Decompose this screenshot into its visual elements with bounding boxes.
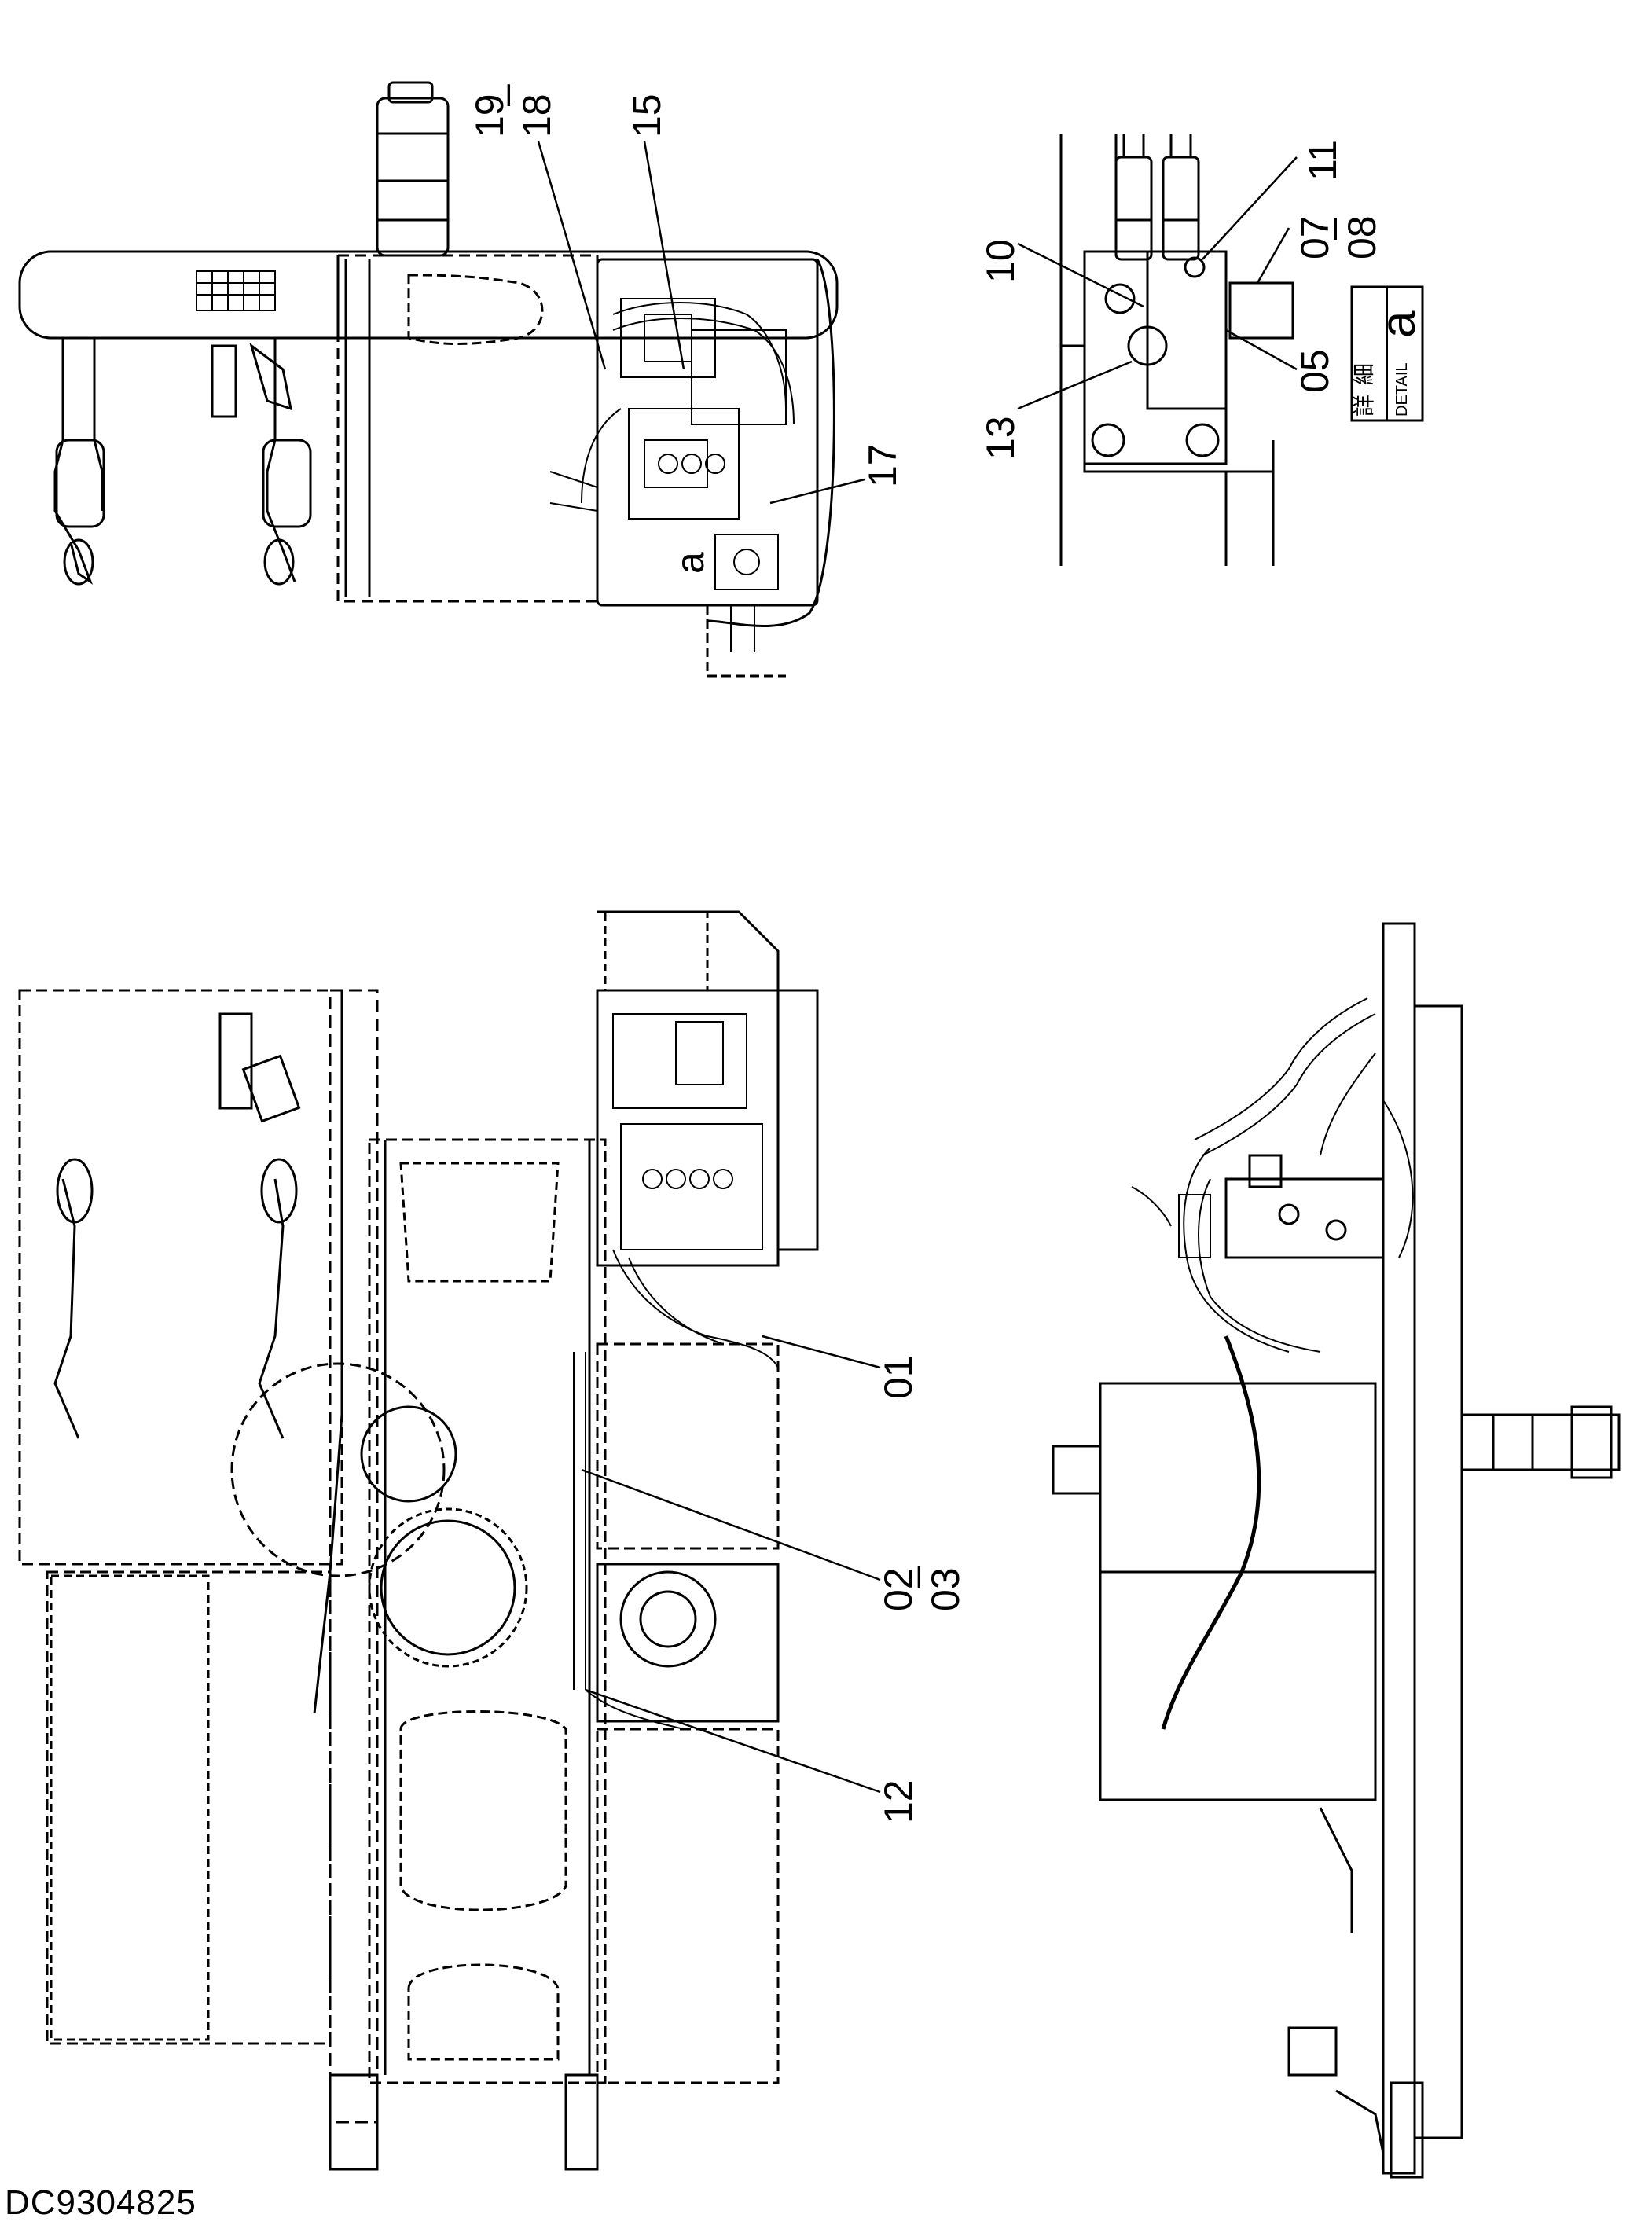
callout-dash-19-18: – <box>483 84 527 106</box>
top-left-view <box>18 81 839 678</box>
detail-label-box: 詳 細 DETAIL a <box>1350 285 1426 422</box>
callout-10: 10 <box>978 239 1022 283</box>
bottom-right-side-view <box>1052 922 1621 2179</box>
callout-dash-02-03: – <box>894 1566 938 1588</box>
callout-01: 01 <box>876 1355 920 1399</box>
bottom-left-leader-lines <box>581 1335 881 1794</box>
detail-leader-lines <box>1017 156 1298 410</box>
detail-en-label: DETAIL <box>1393 362 1411 417</box>
callout-dash-07-08: – <box>1310 218 1354 240</box>
callout-08: 08 <box>1340 215 1384 259</box>
detail-jp-label-1: 詳 <box>1352 395 1376 417</box>
detail-letter: a <box>1371 310 1426 338</box>
bottom-left-plan-view <box>18 910 819 2171</box>
callout-03: 03 <box>923 1567 967 1611</box>
top-left-leader-lines <box>537 141 865 505</box>
callout-15: 15 <box>625 94 669 138</box>
top-left-callouts: 19 – 18 15 17 a <box>468 84 905 574</box>
detail-jp-label-2: 細 <box>1352 363 1376 385</box>
callout-02: 02 <box>876 1567 920 1611</box>
callout-12: 12 <box>876 1779 920 1823</box>
callout-17: 17 <box>861 443 905 487</box>
drawing-number: DC9304825 <box>5 2183 196 2222</box>
callout-a-ref: a <box>668 552 712 574</box>
callout-11: 11 <box>1301 140 1345 181</box>
bottom-left-callouts: 01 02 – 03 12 <box>876 1355 967 1823</box>
callout-13: 13 <box>978 416 1022 460</box>
callout-18: 18 <box>515 94 559 138</box>
callout-19: 19 <box>468 94 512 138</box>
detail-callouts: 10 11 07 – 08 05 13 <box>978 140 1384 460</box>
callout-05: 05 <box>1293 349 1337 393</box>
callout-07: 07 <box>1293 215 1337 259</box>
